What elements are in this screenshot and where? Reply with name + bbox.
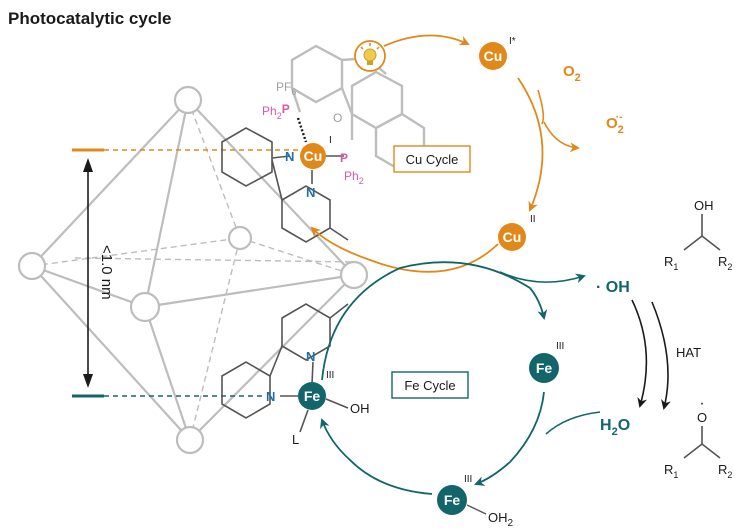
fe-bottom-state: III	[464, 474, 472, 485]
distance-label: <1.0 nm	[98, 245, 115, 300]
ether-o-label: O	[333, 111, 342, 125]
ph2p-top-label: Ph2P	[262, 102, 290, 121]
hat-label: HAT	[676, 345, 701, 360]
cu-center-element: Cu	[304, 148, 323, 164]
fe-oh-ligand: OH	[350, 401, 370, 416]
radical-structure	[683, 426, 721, 459]
fe-right-element: Fe	[536, 360, 553, 376]
alcohol-structure	[683, 214, 721, 251]
cu-excited-element: Cu	[484, 48, 503, 64]
cu-n-bottom: N	[306, 185, 315, 200]
fe-complex-structure	[221, 303, 349, 433]
fe-oh2-ligand: OH2	[488, 510, 514, 529]
fe-n-top: N	[306, 349, 315, 364]
diagram-title: Photocatalytic cycle	[8, 9, 171, 28]
water-label: H2O	[600, 417, 630, 438]
fe-center-element: Fe	[304, 388, 321, 404]
fe-l-ligand: L	[292, 432, 299, 447]
fe-right-node: Fe III	[529, 341, 564, 383]
fe-right-state: III	[556, 341, 564, 352]
cu-excited-state: I*	[509, 36, 516, 47]
hat-arrows	[631, 299, 671, 410]
radical-o: O	[697, 410, 707, 425]
alcohol-r1: R1	[664, 254, 678, 272]
cu-excited-node: Cu I*	[479, 36, 516, 70]
cu-center-state: I	[329, 135, 332, 146]
cu-cycle-box: Cu Cycle	[393, 145, 471, 173]
cu-two-element: Cu	[503, 229, 522, 245]
cu-cycle-arrows	[310, 34, 580, 273]
fe-cycle-label: Fe Cycle	[404, 378, 455, 393]
fe-cycle-box: Fe Cycle	[391, 371, 469, 399]
fe-n-left: N	[266, 389, 275, 404]
cu-cycle-label: Cu Cycle	[406, 152, 459, 167]
fe-center-state: III	[326, 370, 334, 381]
fe-bottom-node: Fe III	[437, 474, 472, 515]
oxygen-label: O2	[563, 63, 581, 84]
cu-two-node: Cu II	[498, 214, 536, 251]
octahedral-cage	[17, 85, 369, 455]
fe-bottom-element: Fe	[444, 492, 461, 508]
cu-complex-structure	[221, 44, 426, 243]
fe-center-node: Fe III	[298, 370, 334, 410]
alcohol-r2: R2	[718, 254, 732, 272]
p-right-label: P	[340, 151, 348, 165]
pf6-label: PF6	[276, 80, 296, 97]
radical-r1: R1	[664, 462, 678, 480]
light-bulb-icon	[354, 40, 386, 72]
ph2-right-label: Ph2	[344, 169, 364, 186]
radical-dot: ·	[699, 395, 704, 412]
cu-n-left: N	[285, 149, 294, 164]
cu-center-node: Cu I	[300, 135, 332, 169]
distance-marker: <1.0 nm	[72, 148, 300, 398]
fe-cycle-arrows	[320, 261, 601, 495]
superoxide-label: O2·-	[606, 112, 624, 136]
cu-two-state: II	[530, 214, 536, 225]
hydroxyl-radical-label: · OH	[596, 279, 630, 296]
alcohol-oh: OH	[694, 198, 714, 213]
radical-r2: R2	[718, 462, 732, 480]
